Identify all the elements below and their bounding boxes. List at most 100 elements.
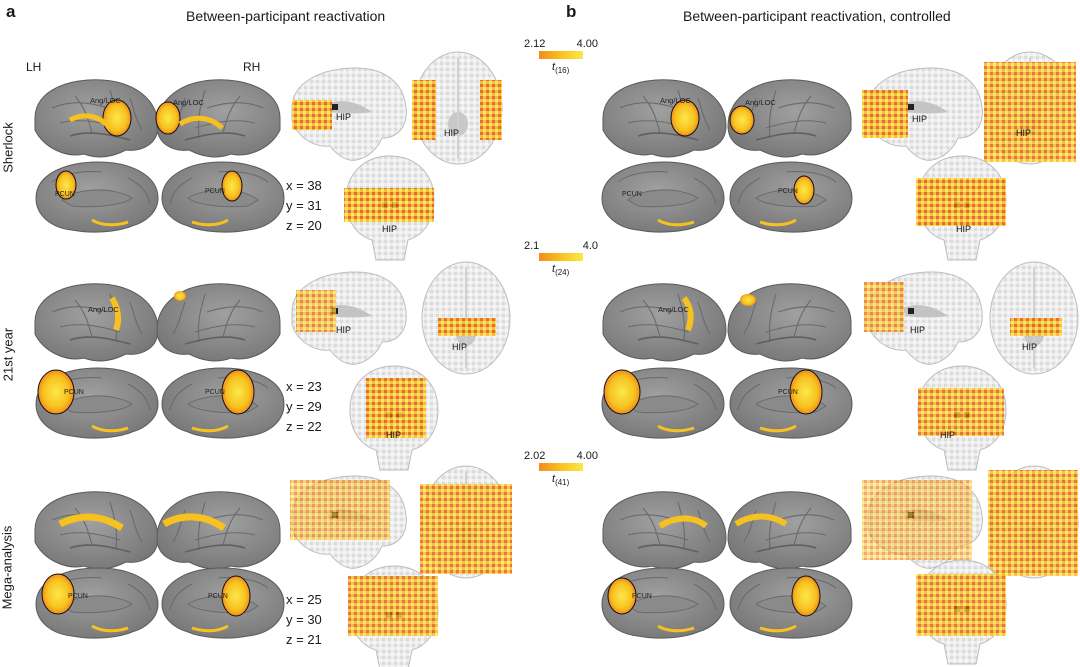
coord-y: y = 31 — [286, 198, 322, 213]
activation-blob — [670, 99, 700, 137]
colorbar-t-label: t — [552, 61, 556, 73]
activation-streak — [734, 513, 788, 527]
row-sherlock-panel-a: Ang/LOC Ang/LOC PCUN PCUN HIP HIP HIP — [34, 51, 503, 261]
region-label-pcun: PCUN — [208, 593, 228, 600]
coord-y: y = 29 — [286, 399, 322, 414]
region-label-hip: HIP — [336, 325, 351, 335]
rh-label: RH — [243, 60, 261, 74]
activation-blob — [607, 577, 637, 615]
panel-title-b: Between-participant reactivation, contro… — [683, 8, 951, 24]
region-label-hip: HIP — [386, 430, 401, 440]
region-label-hip: HIP — [452, 342, 467, 352]
row-mega-analysis-panel-b: PCUN — [600, 465, 1079, 665]
activation-blob — [55, 170, 77, 200]
activation-voxels — [344, 188, 434, 222]
coord-x: x = 25 — [286, 592, 322, 607]
colorbar-df: (16) — [555, 66, 570, 76]
region-label-hip: HIP — [910, 325, 925, 335]
colorbar-df: (41) — [555, 478, 570, 488]
region-label-pcun: PCUN — [205, 389, 225, 396]
activation-streak — [681, 296, 694, 332]
activation-blob — [221, 575, 251, 617]
coords-sherlock: x = 38 y = 31 z = 20 — [286, 176, 322, 236]
coord-z: z = 22 — [286, 419, 322, 434]
activation-voxels — [296, 290, 336, 332]
activation-voxels — [864, 282, 904, 332]
activation-voxels — [412, 80, 436, 140]
colorbar-max: 4.00 — [576, 38, 598, 50]
activation-blob — [603, 369, 641, 415]
region-label-pcun: PCUN — [778, 389, 798, 396]
region-label-ang: Ang/LOC — [745, 98, 776, 107]
activation-blob — [102, 99, 132, 137]
panel-title-a: Between-participant reactivation — [186, 8, 386, 24]
coord-z: z = 21 — [286, 632, 322, 647]
colorbar-max: 4.00 — [576, 450, 598, 462]
panel-letter-a: a — [6, 2, 16, 21]
lh-label: LH — [26, 60, 42, 74]
activation-voxels — [292, 100, 332, 130]
colorbar-gradient — [539, 51, 583, 59]
activation-blob — [791, 575, 821, 617]
region-label-pcun: PCUN — [622, 191, 642, 198]
left-lateral-surface — [34, 490, 159, 570]
activation-voxels — [918, 388, 1004, 436]
region-label-hip: HIP — [1022, 342, 1037, 352]
activation-blob — [793, 175, 815, 205]
row-21st-year-panel-a: Ang/LOC PCUN PCUN HIP HIP HIP — [34, 261, 511, 471]
row-mega-analysis-panel-a: PCUN PCUN — [34, 465, 512, 667]
panel-letter-b: b — [566, 2, 577, 21]
row-21st-year-panel-b: Ang/LOC PCUN HIP HIP HIP — [600, 261, 1079, 471]
right-medial-surface — [162, 368, 284, 438]
colorbar-mega-analysis: 2.02 4.00 t(41) — [524, 450, 598, 487]
colorbar-gradient — [539, 253, 583, 261]
region-label-ang: Ang/LOC — [88, 305, 119, 314]
activation-blob — [37, 369, 75, 415]
region-label-hip: HIP — [956, 224, 971, 234]
activation-voxels — [1010, 318, 1062, 336]
activation-streak — [68, 113, 112, 130]
right-medial-surface — [730, 368, 852, 438]
activation-voxels — [438, 318, 496, 336]
activation-voxels — [480, 80, 502, 140]
region-label-pcun: PCUN — [64, 389, 84, 396]
region-label-ang: Ang/LOC — [660, 96, 691, 105]
right-lateral-surface — [728, 492, 851, 569]
left-lateral-surface — [602, 282, 727, 362]
left-lateral-surface — [602, 490, 727, 570]
colorbar-t-label: t — [552, 473, 556, 485]
activation-voxels — [984, 62, 1076, 162]
region-label-hip: HIP — [336, 112, 351, 122]
activation-voxels — [290, 480, 390, 540]
activation-blob — [174, 291, 186, 301]
activation-blob — [41, 573, 75, 615]
activation-streak — [178, 115, 224, 130]
colorbar-min: 2.02 — [524, 450, 546, 462]
right-lateral-surface — [157, 492, 280, 569]
activation-streak — [109, 296, 122, 332]
activation-voxels — [988, 470, 1078, 576]
colorbar-gradient — [539, 463, 583, 471]
region-label-hip: HIP — [1016, 128, 1031, 138]
coord-x: x = 38 — [286, 178, 322, 193]
activation-blob — [221, 170, 243, 202]
activation-streak — [658, 515, 708, 529]
region-label-pcun: PCUN — [55, 191, 75, 198]
activation-voxels — [366, 378, 426, 438]
activation-voxels — [348, 576, 438, 636]
activation-blob — [155, 101, 181, 135]
activation-voxels — [862, 480, 972, 560]
region-label-ang: Ang/LOC — [658, 305, 689, 314]
activation-voxels — [862, 90, 908, 138]
left-lateral-surface — [602, 78, 727, 158]
activation-streak — [58, 513, 124, 531]
coords-mega-analysis: x = 25 y = 30 z = 21 — [286, 590, 322, 650]
row-sherlock-panel-b: Ang/LOC Ang/LOC PCUN PCUN HIP HIP HIP — [600, 51, 1076, 261]
left-medial-surface — [600, 160, 726, 234]
region-label-ang: Ang/LOC — [90, 96, 121, 105]
region-label-pcun: PCUN — [778, 188, 798, 195]
region-label-hip: HIP — [382, 224, 397, 234]
activation-voxels — [916, 574, 1006, 636]
activation-voxels — [420, 484, 512, 574]
